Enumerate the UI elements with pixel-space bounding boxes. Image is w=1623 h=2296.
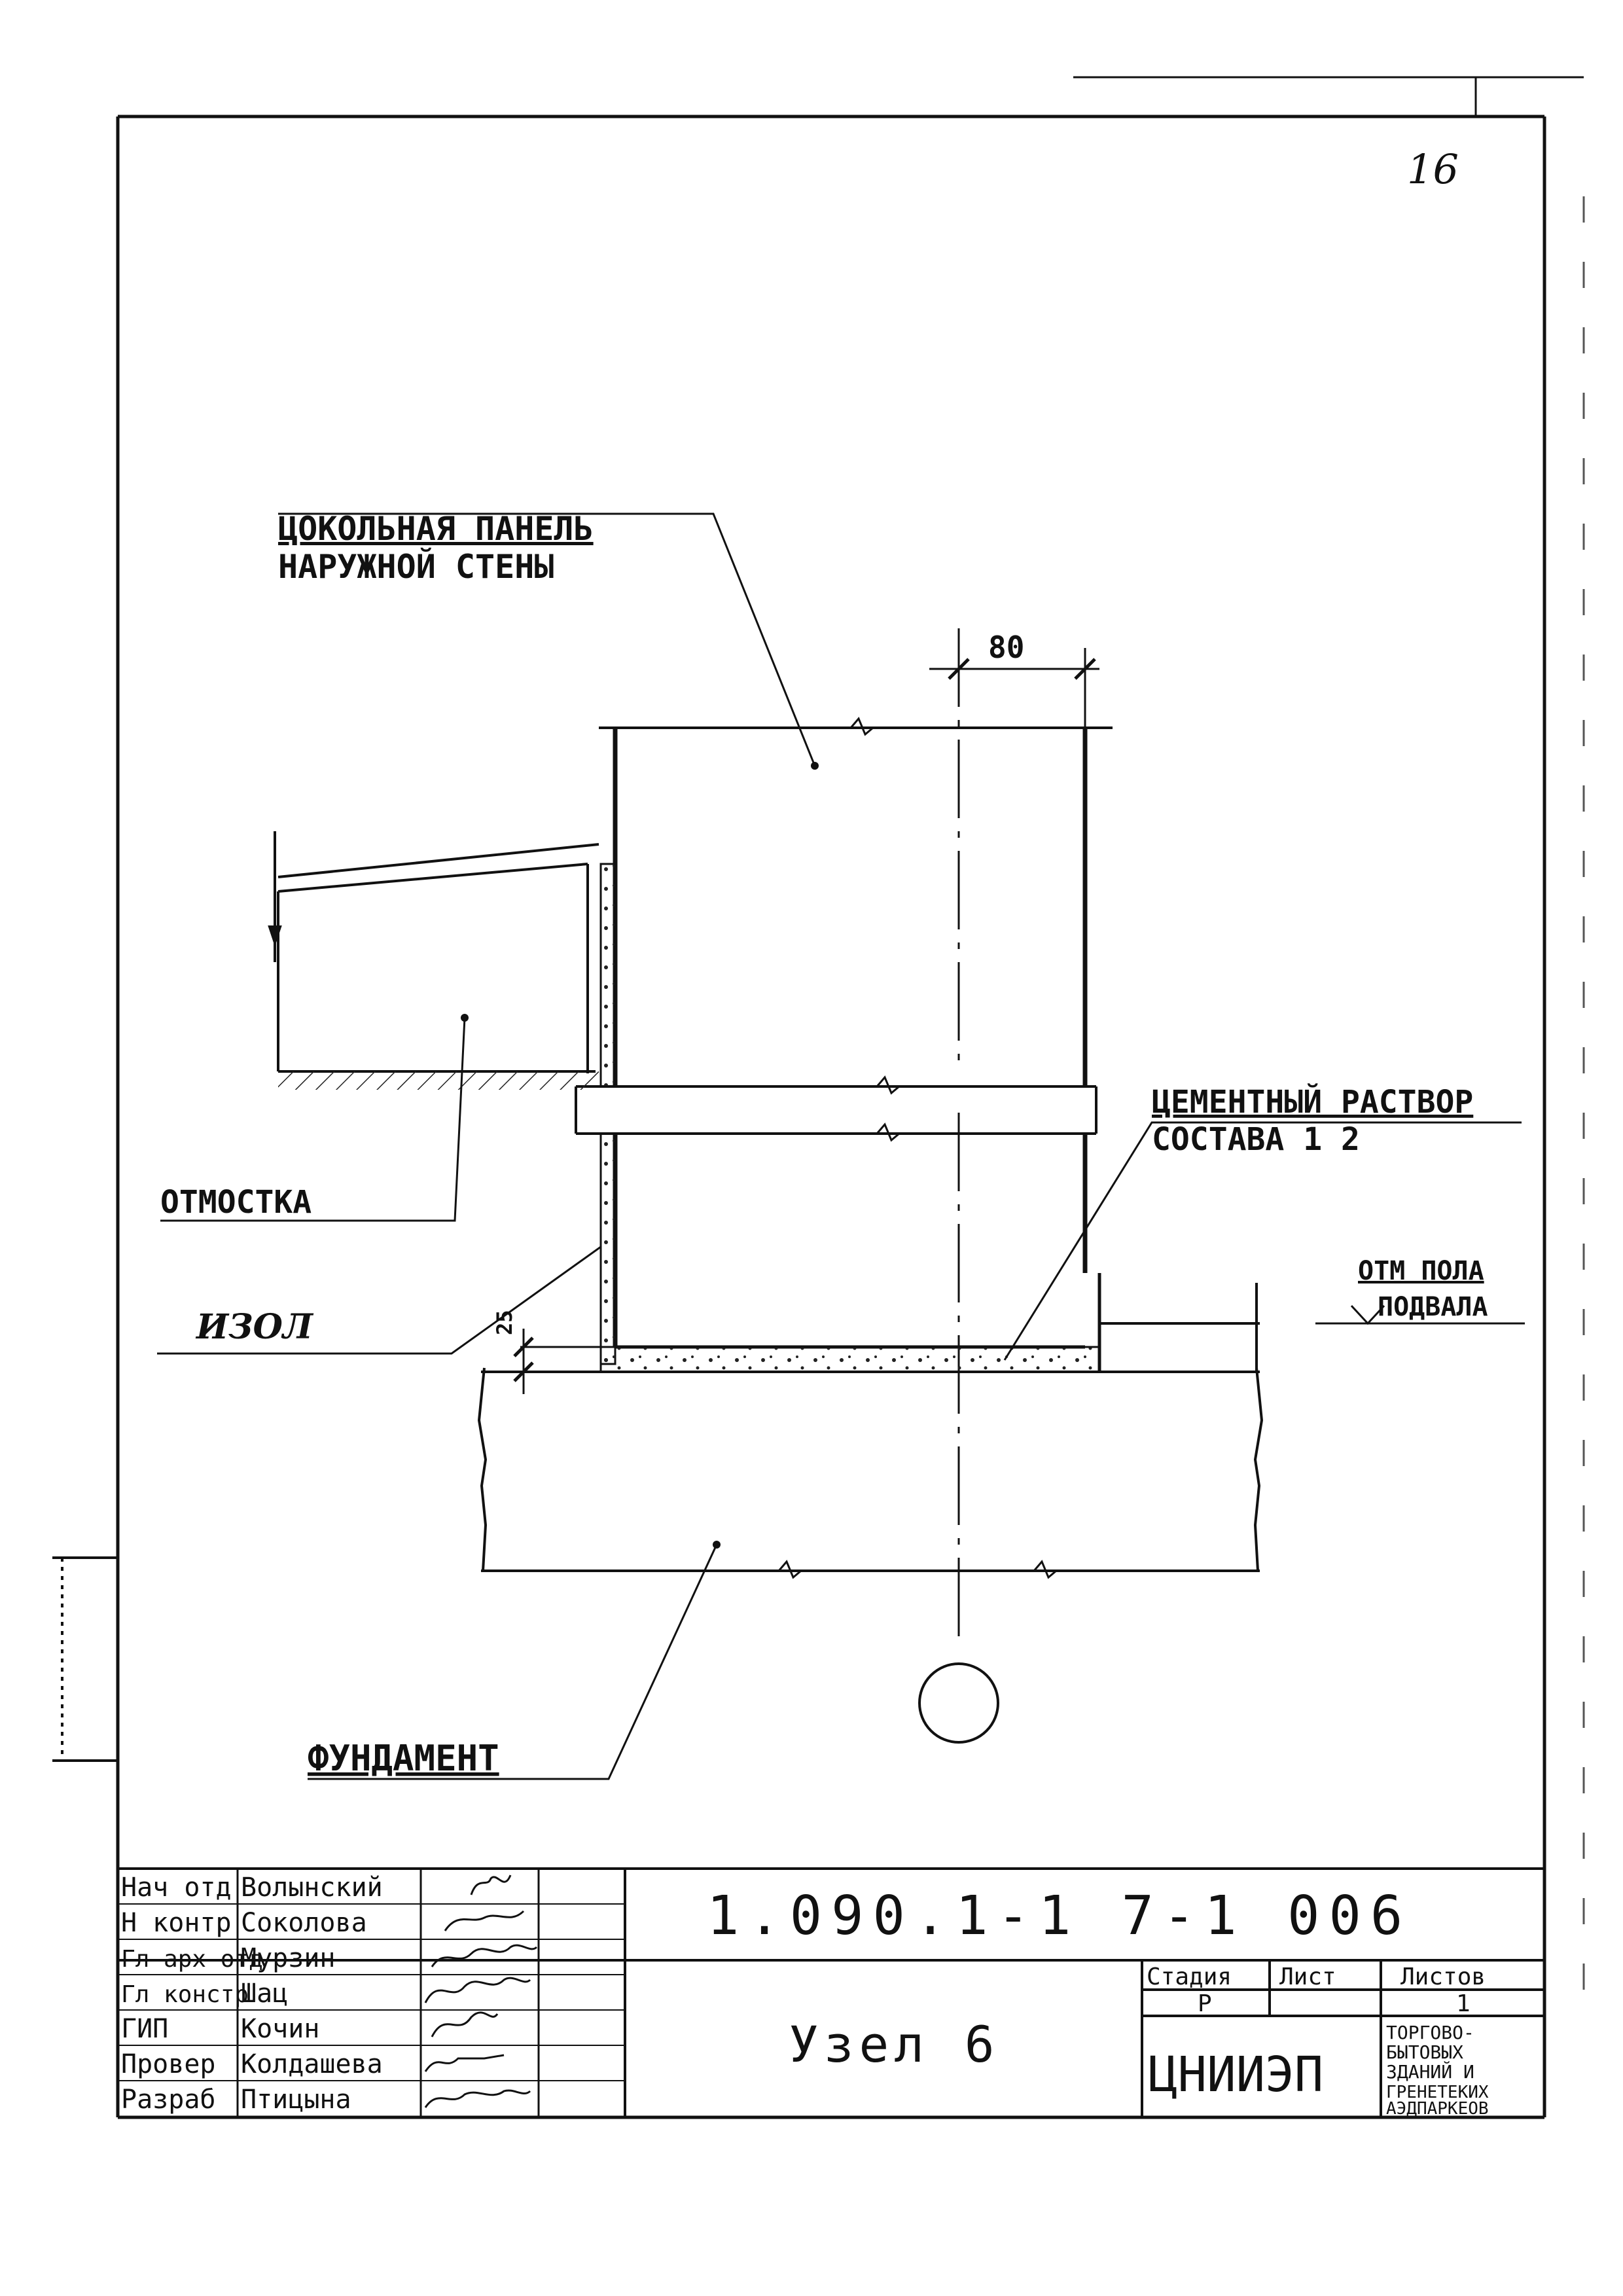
drawing-title: Узел 6 [789,2015,1000,2073]
subject-line: ТОРГОВО- [1386,2022,1474,2043]
sheet-header: Лист [1279,1964,1336,1990]
insulation-strip-upper [599,863,616,1088]
signatures [424,1874,538,2108]
dimension-80 [929,628,1099,728]
insulation-strip-lower [599,1132,616,1365]
title-block [118,1867,1544,2117]
name-cell: Кочин [241,2014,319,2044]
floor-level-mark [1315,1304,1525,1325]
subject-text: ТОРГОВО- БЫТОВЫХ ЗДАНИЙ И ГРЕНЕТЕКИХ АЭД… [1386,2022,1489,2119]
dimension-80-label: 80 [988,630,1024,665]
mortar-bed [599,1346,1101,1373]
label-blind-area: ОТМОСТКА [160,1184,312,1221]
subject-line: БЫТОВЫХ [1386,2041,1463,2063]
document-code: 1.090.1-1 7-1 006 [707,1885,1412,1947]
role-cell: Гл констр [121,1981,249,2008]
name-cell: Волынский [241,1873,383,1903]
left-binding-stamp [52,1556,118,1762]
stage-value: Р [1198,1990,1212,2017]
stage-header: Стадия [1147,1964,1232,1990]
role-cell: Нач отд [121,1873,232,1903]
leader-blind-area [160,1017,466,1222]
leader-plinth-panel [278,512,816,766]
role-cell: Провер [121,2049,216,2079]
name-cell: Птицына [241,2085,351,2115]
subject-line: ЗДАНИЙ И [1386,2060,1474,2083]
page-number: 16 [1407,145,1459,193]
ground-hatch [278,1071,599,1090]
break-line [575,1075,1097,1142]
name-cell: Мурзин [241,1943,336,1973]
label-foundation: ФУНДАМЕНТ [308,1738,499,1779]
dimension-25 [513,1329,615,1394]
label-mortar-line1: ЦЕМЕНТНЫЙ РАСТВОР [1152,1083,1473,1121]
foundation-block [477,1367,1264,1579]
role-cell: Разраб [121,2085,216,2115]
role-cell: Гл арх отд [121,1946,263,1973]
role-cell: Н контр [121,1908,232,1938]
leader-mortar [1003,1121,1522,1361]
plinth-panel [599,717,1113,1349]
leader-foundation [308,1544,718,1780]
axis-marker-circle [918,1662,999,1744]
organization: ЦНИИЭП [1149,2047,1323,2103]
label-mortar-line2: СОСТАВА 1 2 [1152,1121,1360,1158]
subject-line: АЭДПАРКЕОВ [1386,2099,1489,2119]
subject-line: ГРЕНЕТЕКИХ [1386,2083,1489,2102]
name-cell: Шац [241,1979,288,2009]
label-floor-line2: ПОДВАЛА [1378,1292,1488,1322]
title-block-row-lines [118,1903,625,2081]
title-block-names: Волынский Соколова Мурзин Шац Кочин Колд… [241,1873,383,2115]
name-cell: Колдашева [241,2049,383,2079]
leader-insulation [157,1246,601,1355]
blind-area [268,831,599,1073]
sheets-header: Листов [1400,1964,1486,1990]
role-cell: ГИП [121,2014,168,2044]
title-block-roles: Нач отд Н контр Гл арх отд Гл констр ГИП… [121,1873,263,2115]
name-cell: Соколова [241,1908,367,1938]
basement-floor-slab [1098,1273,1260,1372]
label-plinth-panel-line2: НАРУЖНОЙ СТЕНЫ [278,547,554,586]
label-insulation: ИЗОЛ [195,1307,314,1347]
label-floor-line1: ОТМ ПОЛА [1358,1256,1484,1286]
sheets-value: 1 [1456,1990,1471,2017]
label-plinth-panel-line1: ЦОКОЛЬНАЯ ПАНЕЛЬ [278,510,594,548]
sheet-frame [116,76,1584,2119]
